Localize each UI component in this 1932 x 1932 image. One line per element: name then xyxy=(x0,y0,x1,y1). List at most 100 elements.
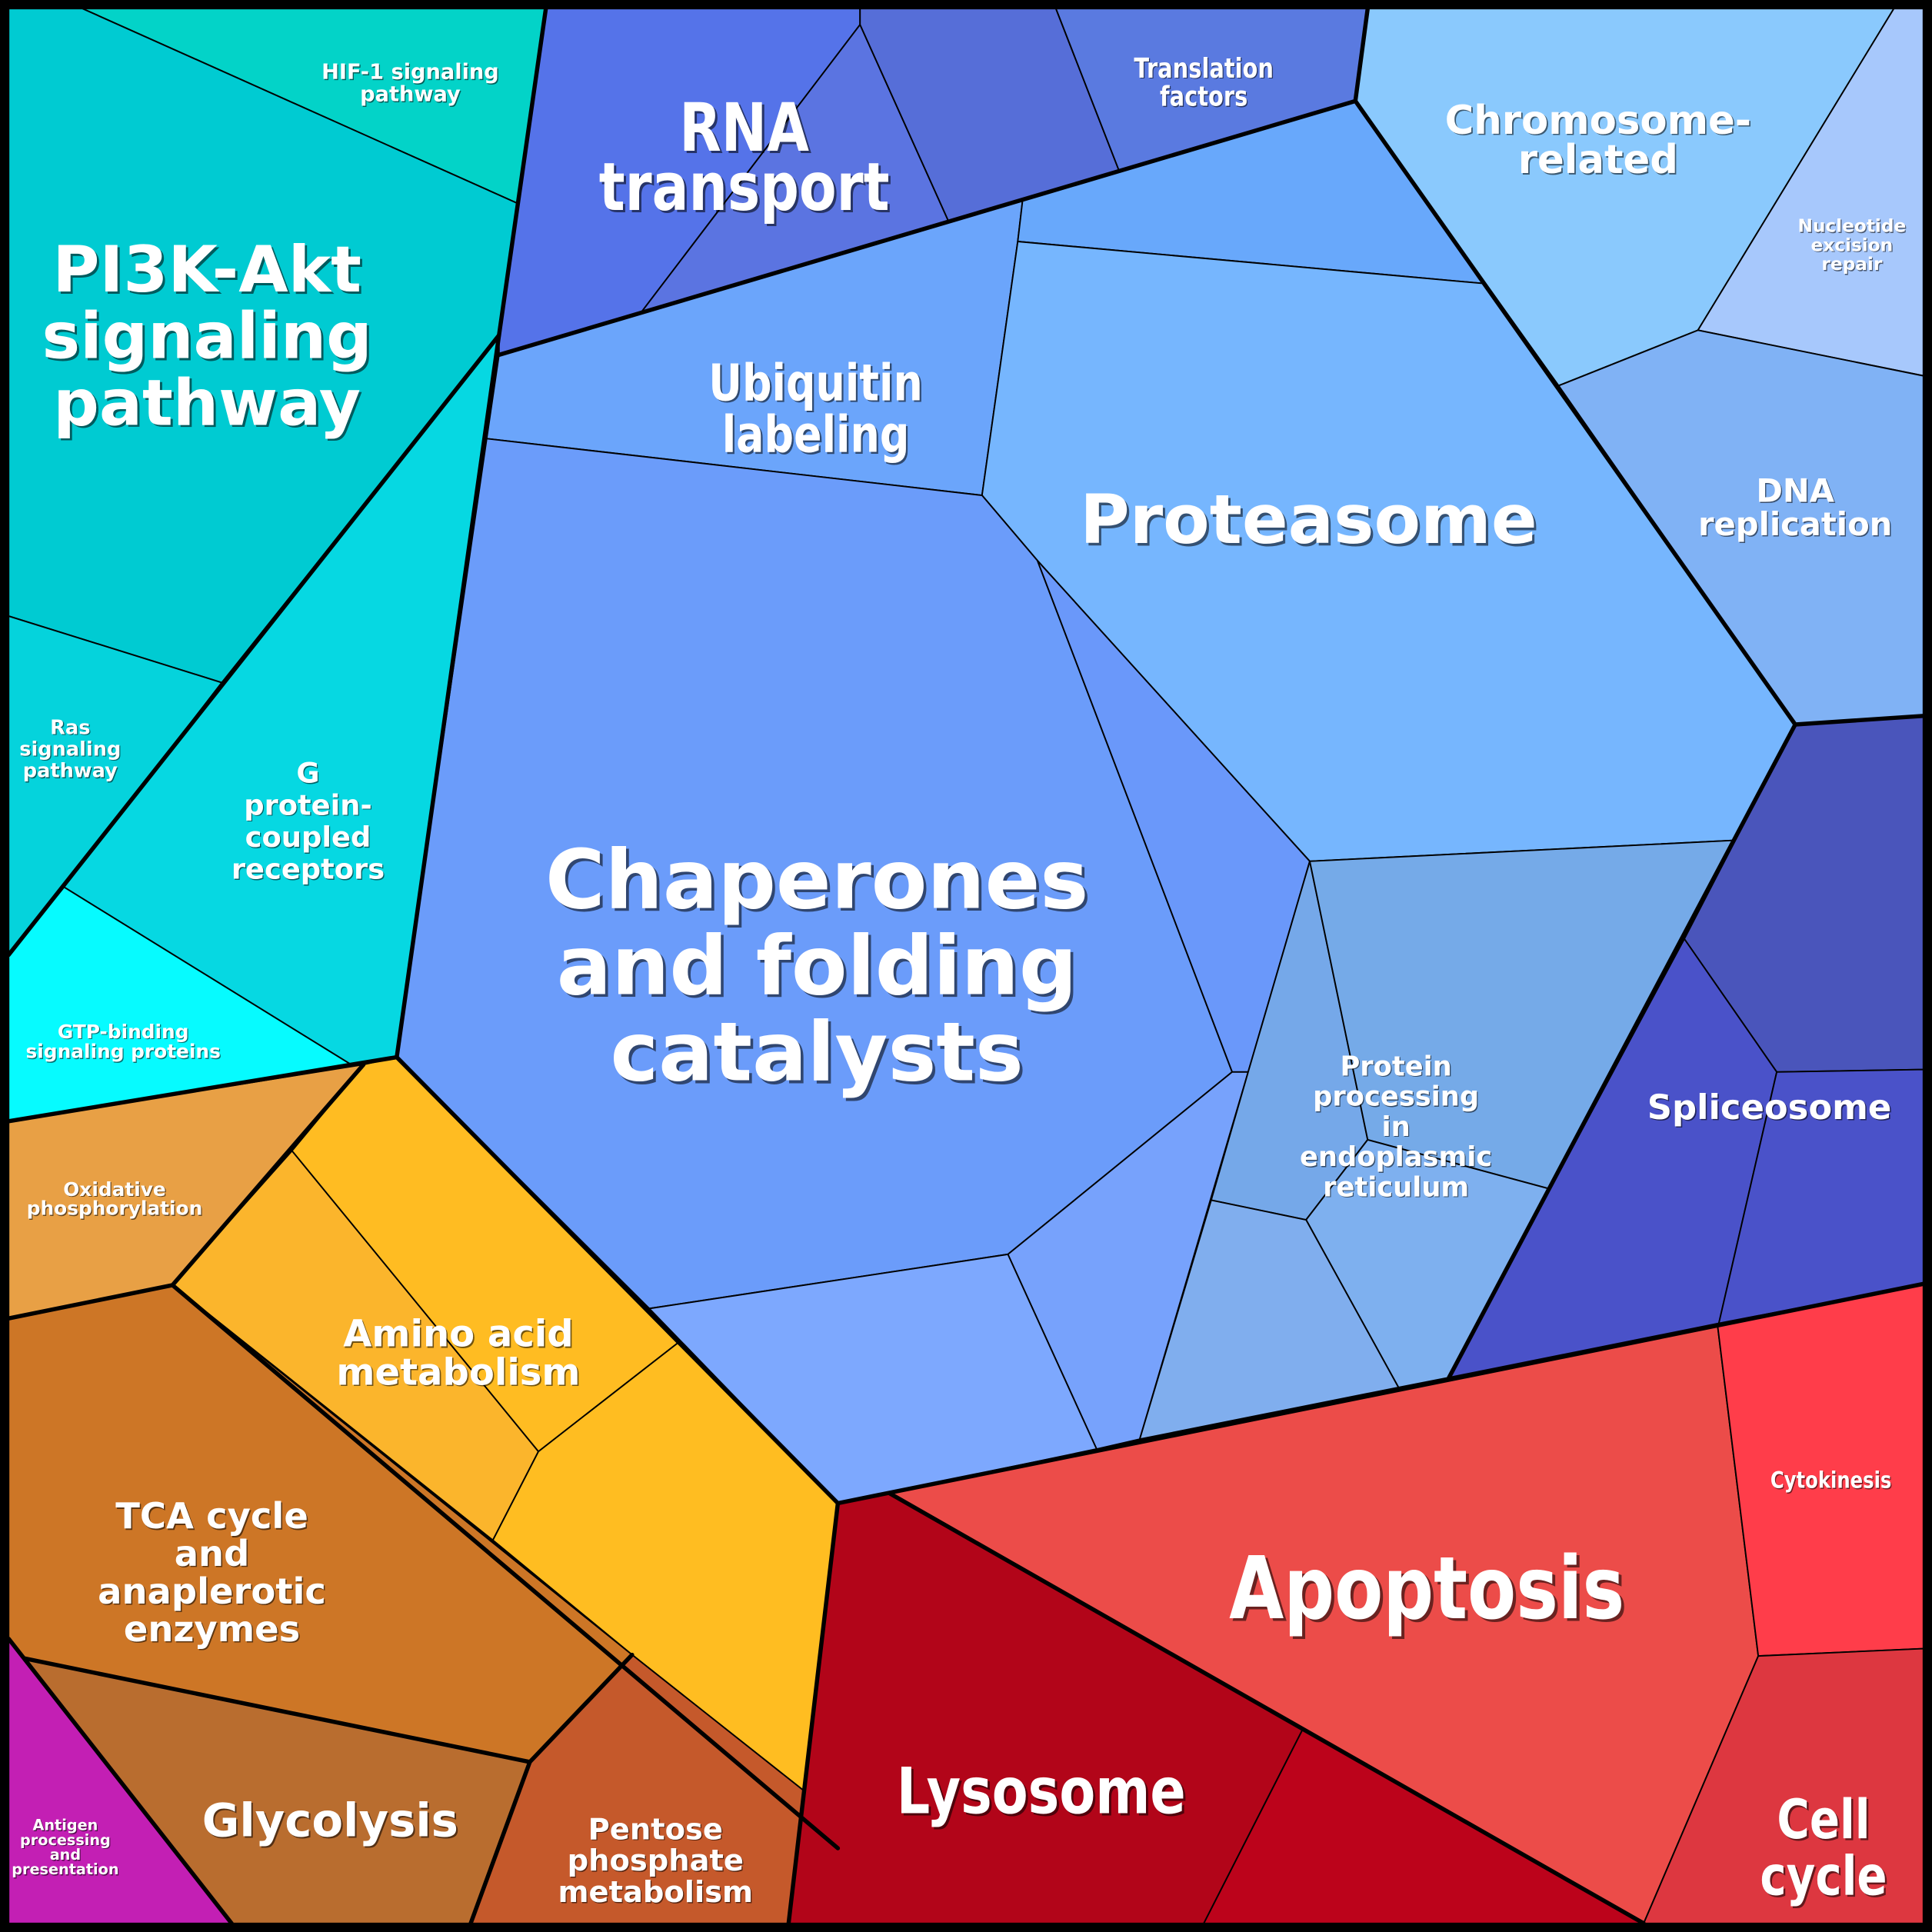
label-shadow: coupled xyxy=(246,821,372,854)
label-shadow: receptors xyxy=(232,854,385,887)
label-shadow: metabolism xyxy=(559,1876,754,1910)
label-text: Ras xyxy=(50,716,90,739)
cell-er-processing-c[interactable] xyxy=(1305,1138,1551,1388)
label-text: processing xyxy=(1313,1081,1479,1113)
label-shadow: Nucleotide xyxy=(1799,217,1907,238)
label-shadow: excision xyxy=(1812,236,1894,257)
label-shadow: Pentose xyxy=(589,1814,724,1848)
label-text: DNA xyxy=(1756,472,1834,510)
label-text: and xyxy=(175,1533,250,1574)
group-border-gpcr xyxy=(6,333,501,958)
label-text: Spliceosome xyxy=(1647,1087,1892,1128)
label-shadow: presentation xyxy=(13,1861,120,1879)
label-text: related xyxy=(1518,137,1678,183)
label-text: Oxidative xyxy=(63,1178,166,1201)
label-shadow: catalysts xyxy=(613,1008,1026,1102)
label-shadow: enzymes xyxy=(125,1609,301,1651)
label-text: Nucleotide xyxy=(1797,216,1906,237)
label-text: coupled xyxy=(245,821,371,854)
label-text: pathway xyxy=(360,83,461,107)
label-text: Ubiquitin xyxy=(708,354,923,413)
label-shadow: transport xyxy=(601,151,892,228)
label-shadow: Glycolysis xyxy=(204,1796,460,1849)
label-text: Amino acid xyxy=(343,1313,573,1356)
cell-er-processing-d[interactable] xyxy=(1138,1199,1400,1441)
cell-chaperones-c[interactable] xyxy=(1007,1071,1249,1450)
label-text: phosphate xyxy=(568,1844,744,1878)
label-shadow: related xyxy=(1520,138,1680,185)
label-shadow: anaplerotic xyxy=(99,1572,328,1614)
label-shadow: HIF-1 signaling xyxy=(322,62,500,85)
label-text: Lysosome xyxy=(897,1754,1186,1828)
label-shadow: factors xyxy=(1161,82,1248,114)
label-shadow: pathway xyxy=(361,84,461,108)
label-text: TCA cycle xyxy=(115,1495,308,1537)
label-text: receptors xyxy=(232,853,385,886)
label-text: enzymes xyxy=(124,1608,300,1650)
label-text: G xyxy=(296,757,319,790)
group-border-glycolysis xyxy=(22,1656,532,1764)
group-border-spliceosome xyxy=(1447,722,1797,1380)
label-pi3k: PI3K-AktPI3K-Aktsignalingsignalingpathwa… xyxy=(42,232,374,442)
label-shadow: endoplasmic xyxy=(1301,1142,1493,1174)
label-text: anaplerotic xyxy=(98,1571,326,1612)
label-text: Chromosome- xyxy=(1445,98,1751,144)
label-gpcr: GGprotein-protein-coupledcoupledreceptor… xyxy=(232,757,386,887)
label-text: Cytokinesis xyxy=(1770,1467,1891,1494)
label-shadow: and xyxy=(175,1534,251,1576)
group-border-antigen xyxy=(6,1636,234,1926)
label-shadow: phosphorylation xyxy=(28,1198,204,1221)
label-text: reticulum xyxy=(1323,1171,1469,1203)
label-shadow: repair xyxy=(1823,255,1884,275)
label-text: Proteasome xyxy=(1080,480,1537,559)
label-shadow: reticulum xyxy=(1324,1173,1470,1204)
label-nucleotide: NucleotideNucleotideexcisionexcisionrepa… xyxy=(1797,216,1907,276)
label-shadow: Ras xyxy=(51,718,91,741)
label-text: endoplasmic xyxy=(1300,1141,1492,1173)
label-shadow: metabolism xyxy=(338,1352,581,1395)
label-shadow: TCA cycle xyxy=(117,1497,310,1538)
label-text: Glycolysis xyxy=(202,1794,458,1847)
label-text: factors xyxy=(1160,81,1247,113)
label-text: metabolism xyxy=(558,1875,753,1910)
label-shadow: Chromosome- xyxy=(1446,99,1752,145)
label-text: transport xyxy=(599,148,890,226)
label-shadow: signaling xyxy=(44,301,374,376)
label-shadow: Protein xyxy=(1341,1052,1453,1084)
label-text: processing xyxy=(20,1831,111,1849)
group-border-signaling xyxy=(6,6,548,1124)
group-border-oxphos xyxy=(6,1062,366,1321)
label-shadow: labeling xyxy=(724,408,911,467)
label-text: GTP-binding xyxy=(58,1021,189,1043)
label-text: phosphorylation xyxy=(27,1198,203,1220)
label-shadow: Apoptosis xyxy=(1232,1542,1627,1642)
label-text: and xyxy=(50,1846,81,1864)
label-text: catalysts xyxy=(610,1005,1023,1100)
label-text: Apoptosis xyxy=(1229,1539,1624,1639)
label-shadow: GTP-binding xyxy=(58,1021,190,1044)
label-shadow: replication xyxy=(1699,506,1893,544)
label-text: PI3K-Akt xyxy=(52,232,361,307)
label-oxphos: OxidativeOxidativephosphorylationphospho… xyxy=(27,1178,204,1221)
label-shadow: Translation xyxy=(1135,53,1275,85)
label-shadow: Chaperones xyxy=(548,835,1091,930)
label-shadow: pathway xyxy=(24,761,118,784)
label-shadow: Ubiquitin xyxy=(711,355,925,415)
group-border-apoptosis xyxy=(887,1491,1646,1926)
label-shadow: phosphate xyxy=(568,1844,744,1879)
label-er: ProteinProteinprocessingprocessingininen… xyxy=(1300,1051,1493,1204)
label-text: excision xyxy=(1811,235,1894,255)
